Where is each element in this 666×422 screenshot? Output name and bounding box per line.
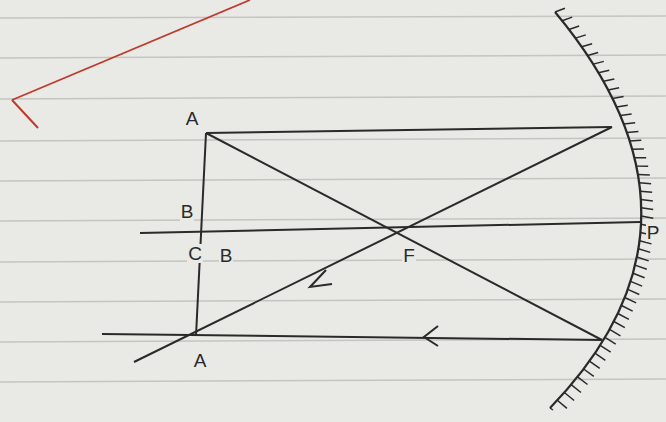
mirror-hatching [550, 8, 653, 410]
hatch-mark [630, 140, 642, 142]
point-label: C [187, 244, 203, 263]
hatch-mark [584, 369, 594, 376]
hatch-mark [617, 105, 628, 107]
hatch-mark [632, 148, 644, 150]
hatch-mark [636, 165, 648, 167]
hatch-mark [638, 174, 650, 176]
reflected-ray [102, 334, 602, 340]
margin-scribble [12, 0, 250, 100]
reflected-ray [134, 127, 612, 362]
point-label: A [193, 351, 208, 370]
margin-scribble [12, 100, 38, 128]
hatch-mark [582, 44, 592, 47]
arrow-head [424, 326, 438, 346]
hatch-mark [562, 17, 572, 21]
hatch-mark [641, 208, 653, 210]
hatch-mark [620, 114, 631, 115]
hatch-mark [635, 265, 647, 269]
point-label: P [646, 223, 661, 242]
hatch-mark [569, 26, 579, 29]
hatch-mark [641, 216, 653, 218]
hatch-mark [639, 182, 651, 184]
hatch-mark [625, 297, 636, 302]
point-label: F [402, 246, 416, 265]
hatch-mark [588, 53, 599, 56]
hatch-mark [593, 61, 604, 64]
hatch-mark [598, 70, 609, 73]
hatch-mark [618, 314, 629, 320]
hatch-mark [605, 337, 616, 344]
hatch-mark [555, 8, 565, 12]
concave-mirror [550, 12, 641, 408]
principal-axis [140, 222, 640, 233]
incident-ray [206, 127, 612, 133]
hatch-mark [613, 97, 624, 99]
point-label: B [180, 202, 195, 221]
hatch-mark [578, 377, 588, 385]
hatch-mark [627, 131, 639, 133]
hatch-mark [641, 199, 653, 201]
hatch-mark [610, 329, 621, 335]
hatch-mark [589, 361, 599, 368]
point-label: B [219, 246, 234, 265]
object-image [196, 133, 206, 336]
hatch-mark [600, 345, 611, 352]
hatch-mark [557, 400, 567, 408]
hatch-mark [621, 305, 632, 311]
hatch-mark [633, 273, 645, 277]
hatch-mark [603, 79, 614, 81]
hatch-mark [631, 281, 643, 286]
hatch-mark [608, 88, 619, 90]
hatch-mark [614, 321, 625, 327]
hatch-mark [575, 35, 585, 38]
hatch-mark [564, 392, 574, 400]
hatch-mark [638, 249, 650, 253]
hatch-mark [637, 257, 649, 261]
rays [102, 12, 641, 408]
incident-ray [206, 133, 602, 340]
hatch-mark [571, 385, 581, 393]
hatch-mark [624, 123, 635, 124]
paper-lines [0, 16, 666, 382]
hatch-mark [550, 408, 553, 410]
hatch-mark [628, 289, 639, 294]
point-label: A [185, 109, 200, 128]
hatch-mark [595, 353, 605, 360]
hatch-mark [640, 191, 652, 192]
hatch-mark [634, 157, 646, 159]
arrow-head [310, 270, 332, 287]
